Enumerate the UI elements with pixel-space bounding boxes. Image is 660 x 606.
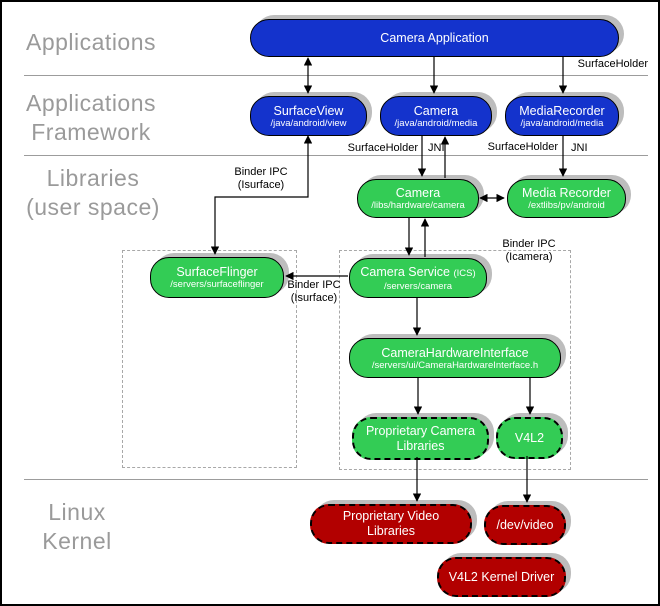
node-title: Camera <box>413 103 459 118</box>
node-title: /dev/video <box>496 517 554 532</box>
layer-label-line: Framework <box>31 119 151 145</box>
node-surfaceflinger: SurfaceFlinger /servers/surfaceflinger <box>150 257 284 298</box>
node-title: V4L2 Kernel Driver <box>448 569 555 584</box>
node-mediarecorder-framework: MediaRecorder /java/android/media <box>505 96 619 136</box>
node-title-suffix: (ICS) <box>453 267 476 279</box>
node-title-text: Camera Service <box>360 264 450 279</box>
node-media-recorder-lib: Media Recorder /extlibs/pv/android <box>507 179 626 218</box>
edge-label-line: (Icamera) <box>505 250 553 263</box>
node-title-line: Proprietary Camera <box>365 423 476 438</box>
surfaceflinger-process-container <box>122 250 297 468</box>
node-camera-framework: Camera /java/android/media <box>380 96 492 136</box>
node-subtitle: /extlibs/pv/android <box>528 200 605 211</box>
layer-label-line: Applications <box>26 29 157 55</box>
edge-label-line: Binder IPC <box>234 166 288 178</box>
node-camera-lib: Camera /libs/hardware/camera <box>357 179 479 218</box>
node-subtitle: /java/android/view <box>270 117 347 129</box>
node-title: SurfaceView <box>273 103 344 118</box>
node-title-line: Libraries <box>367 524 415 538</box>
edge-label-line: Binder IPC <box>502 238 556 250</box>
node-title: V4L2 <box>514 430 545 445</box>
node-title: Camera Application <box>380 31 489 45</box>
edge-surfaceview-surfaceflinger <box>210 135 313 255</box>
node-subtitle: /servers/surfaceflinger <box>170 279 264 290</box>
node-title: SurfaceFlinger <box>176 265 258 279</box>
node-subtitle: /libs/hardware/camera <box>371 200 465 211</box>
edge-label-binder-isurface-service: Binder IPC (Isurface) <box>284 279 344 304</box>
node-v4l2-kernel-driver: V4L2 Kernel Driver <box>437 557 566 597</box>
edge-label-line: (Isurface) <box>290 291 338 304</box>
node-v4l2: V4L2 <box>496 417 563 459</box>
node-subtitle: /servers/camera <box>383 280 453 292</box>
edge-label-line: Binder IPC <box>287 279 341 291</box>
edge-label-binder-isurface-view: Binder IPC (Isurface) <box>222 166 300 191</box>
edge-label-binder-icamera: Binder IPC (Icamera) <box>496 238 562 263</box>
node-surfaceview: SurfaceView /java/android/view <box>250 96 367 136</box>
node-proprietary-video-libraries: Proprietary Video Libraries <box>310 504 472 544</box>
node-dev-video: /dev/video <box>484 505 566 545</box>
camera-service-process-container <box>339 250 571 470</box>
node-camera-service: Camera Service (ICS) /servers/camera <box>349 258 487 298</box>
node-title: CameraHardwareInterface <box>381 345 529 360</box>
edge-label-camera-surfaceholder: SurfaceHolder <box>347 142 418 154</box>
layer-label-line: (user space) <box>26 194 160 220</box>
edge-label-mediarecorder-surfaceholder: SurfaceHolder <box>487 141 558 153</box>
node-title-line: Libraries <box>396 438 445 453</box>
node-title: Camera Service (ICS) <box>360 265 475 281</box>
layer-label-line: Applications <box>26 90 157 116</box>
edge-label-camera-jni: JNI <box>428 142 445 154</box>
node-title: Camera <box>395 186 441 200</box>
node-proprietary-camera-libraries: Proprietary Camera Libraries <box>352 417 489 460</box>
node-title: Media Recorder <box>522 186 611 200</box>
edge-label-mediarecorder-jni: JNI <box>571 142 588 154</box>
edge-label-surfaceholder-top: SurfaceHolder <box>577 58 648 70</box>
node-subtitle: /java/android/media <box>520 117 604 129</box>
node-subtitle: /java/android/media <box>394 117 478 129</box>
layer-label-applications-framework: Applications Framework <box>26 89 156 147</box>
layer-label-linux-kernel: Linux Kernel <box>20 498 134 556</box>
node-title: MediaRecorder <box>519 103 605 118</box>
layer-label-line: Linux Kernel <box>42 499 112 554</box>
node-camera-application: Camera Application <box>250 19 619 57</box>
node-title-line: Proprietary Video <box>342 509 440 523</box>
layer-label-line: Libraries <box>46 165 140 191</box>
node-camera-hardware-interface: CameraHardwareInterface /servers/ui/Came… <box>349 338 561 378</box>
node-subtitle: /servers/ui/CameraHardwareInterface.h <box>371 359 539 371</box>
layer-label-applications: Applications <box>26 28 156 57</box>
layer-label-libraries: Libraries (user space) <box>24 164 162 222</box>
edge-label-line: (Isurface) <box>237 178 285 191</box>
